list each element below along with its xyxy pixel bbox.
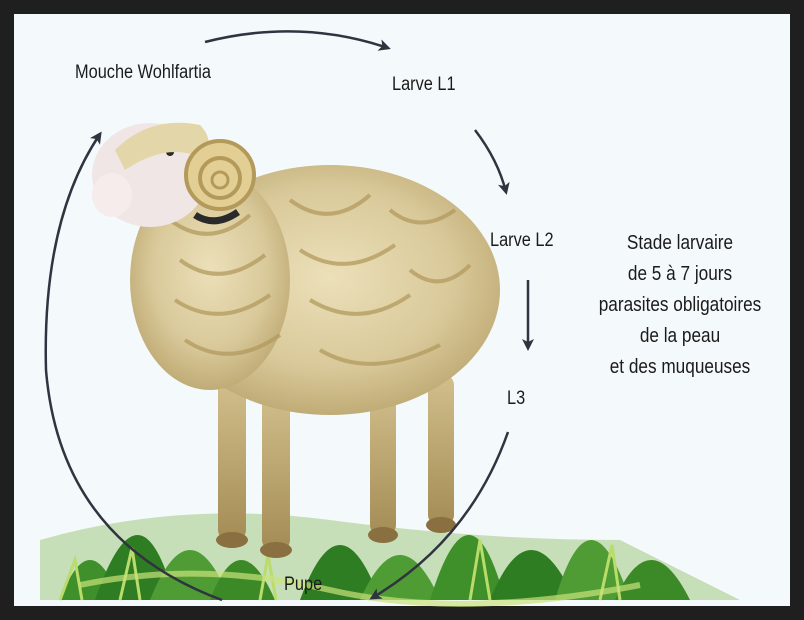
stage-label-adult-fly: Mouche Wohlfartia [75, 62, 211, 84]
note-line: de la peau [573, 321, 788, 352]
stage-label-larva-l2: Larve L2 [490, 230, 554, 252]
note-line: parasites obligatoires [573, 290, 788, 321]
note-line: et des muqueuses [573, 352, 788, 383]
stage-label-l3: L3 [507, 388, 525, 410]
arrow-adult-to-l1 [205, 31, 388, 48]
stage-label-pupa: Pupe [284, 574, 322, 596]
arrow-l1-to-l2 [475, 130, 506, 192]
larval-stage-note: Stade larvaire de 5 à 7 jours parasites … [573, 228, 788, 383]
sheep-illustration [92, 123, 500, 558]
stage-label-larva-l1: Larve L1 [392, 74, 456, 96]
note-line: de 5 à 7 jours [573, 259, 788, 290]
note-line: Stade larvaire [573, 228, 788, 259]
